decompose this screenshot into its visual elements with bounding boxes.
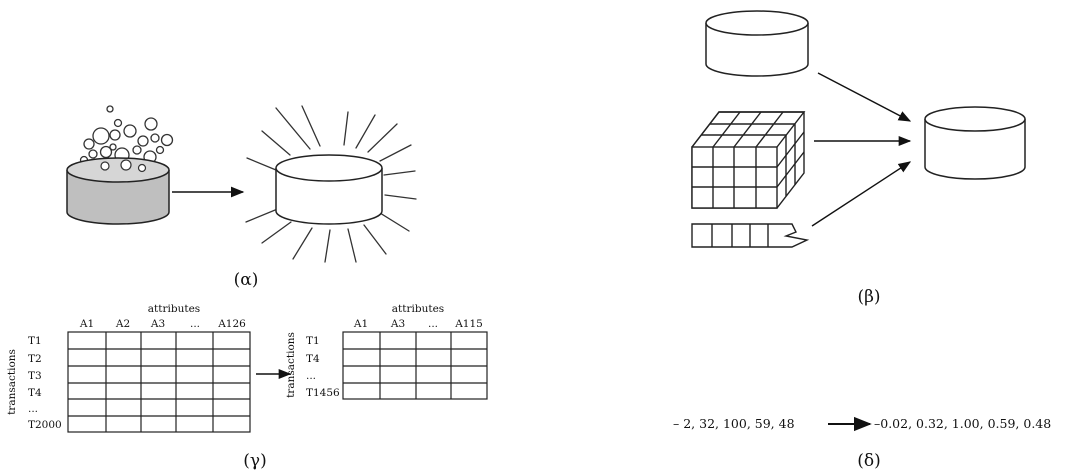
panel-label-alpha: (α) — [234, 270, 259, 290]
right-attributes-header: attributes — [392, 303, 444, 315]
right-column-header: A3 — [390, 318, 405, 330]
left-attributes-header: attributes — [148, 303, 200, 315]
flat-file-icon — [692, 224, 807, 247]
panel-label-beta: (β) — [857, 287, 880, 307]
left-column-header: A126 — [217, 318, 246, 330]
right-column-header: A115 — [454, 318, 483, 330]
left-row-headers: T1 T2 T3 T4 ... T2000 — [28, 335, 62, 431]
source-database-cylinder-icon — [706, 11, 808, 76]
beta-arrows — [812, 73, 910, 226]
delta-output-values: –0.02, 0.32, 1.00, 0.59, 0.48 — [874, 416, 1051, 431]
left-table-grid — [68, 332, 250, 432]
right-table-grid — [343, 332, 487, 399]
right-row-header: ... — [306, 370, 316, 382]
left-row-header: ... — [28, 403, 38, 415]
panel-delta: – 2, 32, 100, 59, 48 –0.02, 0.32, 1.00, … — [673, 416, 1051, 471]
clean-data-cylinder-icon — [276, 155, 382, 224]
panel-label-gamma: (γ) — [243, 451, 266, 471]
panel-label-delta: (δ) — [857, 451, 881, 471]
delta-input-values: – 2, 32, 100, 59, 48 — [673, 416, 795, 431]
right-transactions-header: transactions — [285, 332, 297, 398]
right-row-header: T1456 — [306, 387, 340, 399]
panel-alpha: (α) — [67, 106, 416, 290]
data-cube-icon — [692, 112, 804, 208]
right-row-header: T4 — [306, 353, 320, 365]
left-column-header: A2 — [115, 318, 130, 330]
left-column-header: A1 — [79, 318, 94, 330]
bubbles-icon — [81, 106, 173, 164]
left-row-header: T2000 — [28, 419, 62, 431]
left-transactions-header: transactions — [6, 349, 18, 415]
panel-gamma: attributes A1 A2 A3 ... A126 transaction… — [6, 303, 487, 471]
dirty-data-cylinder-icon — [67, 158, 169, 224]
left-row-header: T4 — [28, 387, 42, 399]
panel-beta: (β) — [692, 11, 1025, 307]
left-row-header: T3 — [28, 370, 42, 382]
left-column-headers: A1 A2 A3 ... A126 — [79, 318, 246, 330]
right-row-headers: T1 T4 ... T1456 — [306, 335, 340, 399]
right-column-header: ... — [428, 318, 438, 330]
left-row-header: T2 — [28, 353, 42, 365]
left-column-header: ... — [190, 318, 200, 330]
integrated-database-cylinder-icon — [925, 107, 1025, 179]
right-row-header: T1 — [306, 335, 320, 347]
right-column-header: A1 — [353, 318, 368, 330]
left-column-header: A3 — [150, 318, 165, 330]
left-row-header: T1 — [28, 335, 42, 347]
right-column-headers: A1 A3 ... A115 — [353, 318, 483, 330]
